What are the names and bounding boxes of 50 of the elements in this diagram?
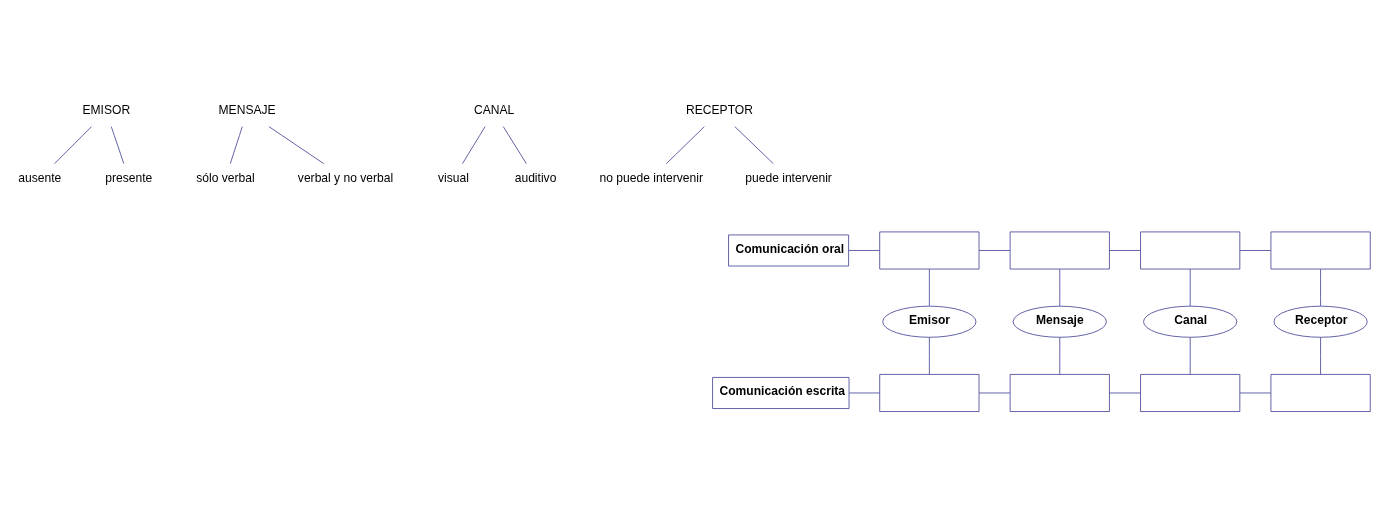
- node-box: [1270, 373, 1371, 412]
- connector: [502, 125, 527, 164]
- node-text: MENSAJE: [218, 102, 276, 117]
- node-box: [1009, 373, 1110, 412]
- connector: [1320, 336, 1321, 375]
- connector: [1320, 268, 1321, 306]
- node-box: [1009, 231, 1110, 269]
- node-text: no puede intervenir: [599, 170, 703, 185]
- connector: [734, 125, 774, 164]
- connector: [268, 125, 325, 164]
- connector: [1239, 392, 1272, 393]
- node-text: CANAL: [473, 102, 515, 117]
- connector: [1109, 392, 1141, 393]
- connector: [978, 249, 1011, 251]
- node-text: ausente: [18, 170, 62, 185]
- node-text: visual: [438, 170, 469, 185]
- connector: [848, 249, 881, 251]
- node-box: [879, 231, 980, 269]
- connector: [928, 268, 930, 306]
- node-text: auditivo: [514, 170, 557, 185]
- node-ellipse: Receptor: [1273, 305, 1368, 338]
- node-text: EMISOR: [82, 102, 131, 117]
- connector: [665, 125, 705, 164]
- node-ellipse: Mensaje: [1012, 305, 1107, 338]
- connector: [1239, 249, 1272, 251]
- connector: [54, 125, 92, 164]
- node-text: puede intervenir: [745, 170, 832, 185]
- connector: [1059, 336, 1061, 375]
- node-box: [1140, 231, 1241, 269]
- node-box: [1140, 373, 1241, 412]
- connector: [462, 125, 486, 164]
- connector: [848, 392, 881, 393]
- node-box: [879, 373, 980, 412]
- connector: [1059, 268, 1061, 306]
- connector: [229, 125, 243, 164]
- connector: [1109, 249, 1141, 251]
- node-box: Comunicación oral: [728, 234, 850, 266]
- connector: [110, 125, 125, 164]
- node-text: presente: [105, 170, 153, 185]
- connector: [1189, 336, 1191, 375]
- connector: [1189, 268, 1191, 306]
- node-ellipse: Canal: [1143, 305, 1238, 338]
- node-ellipse: Emisor: [882, 305, 977, 338]
- node-text: sólo verbal: [196, 170, 255, 185]
- node-text: verbal y no verbal: [297, 170, 394, 185]
- node-box: Comunicación escrita: [712, 376, 850, 409]
- node-text: RECEPTOR: [686, 102, 753, 117]
- connector: [928, 336, 930, 375]
- connector: [978, 392, 1011, 393]
- node-box: [1270, 231, 1371, 269]
